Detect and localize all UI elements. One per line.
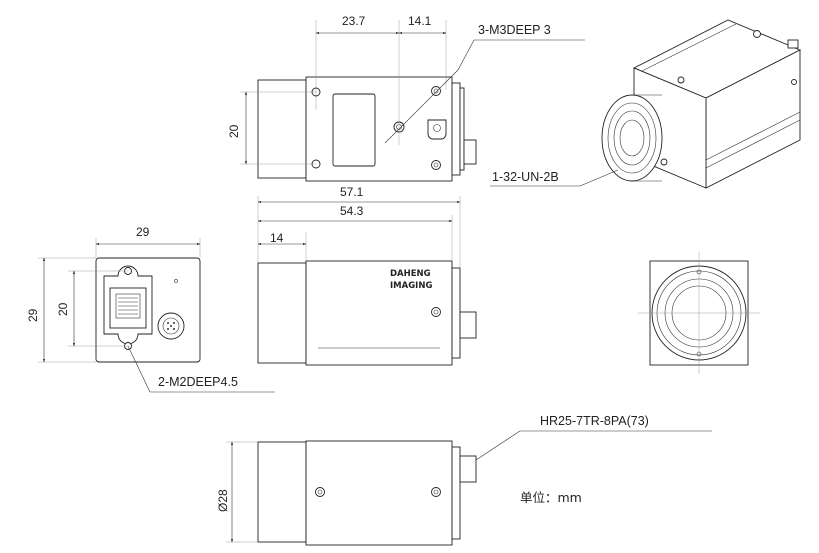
dim-top-height: 20 <box>227 124 241 138</box>
top-view-connector <box>463 139 477 165</box>
top-view-screw <box>431 160 441 170</box>
top-view-back-plate <box>459 87 465 171</box>
dim-lens-length: 14 <box>270 231 284 245</box>
top-view-back-flange <box>451 82 461 176</box>
side-view: DAHENG IMAGING 57.1 54.3 14 <box>257 185 477 366</box>
top-view-label-recess <box>332 93 376 167</box>
side-view-screw <box>431 307 441 317</box>
logo-line1: DAHENG <box>390 269 431 279</box>
bottom-view-body <box>305 440 453 546</box>
dim-body-length: 54.3 <box>340 204 364 218</box>
iso-screw <box>677 76 685 84</box>
bottom-view-back-flange <box>451 446 461 540</box>
logo-line2: IMAGING <box>390 281 432 291</box>
iso-screw <box>753 30 761 38</box>
iso-connector <box>787 39 799 49</box>
isometric-view: 1-32-UN-2B <box>490 19 802 189</box>
iso-lens-outer <box>601 94 663 182</box>
dim-back-height: 29 <box>26 308 40 322</box>
top-view-lens <box>257 79 307 179</box>
callout-connector: HR25-7TR-8PA(73) <box>540 414 649 428</box>
callout-screw-holes-top: 3-M3DEEP 3 <box>478 23 551 37</box>
bottom-view: Ø28 HR25-7TR-8PA(73) 单位：mm <box>216 414 712 546</box>
top-view-screw <box>431 86 441 96</box>
callout-screw-holes-back: 2-M2DEEP4.5 <box>158 375 238 389</box>
status-led <box>174 279 178 283</box>
side-view-connector <box>459 311 477 339</box>
dim-top-right-width: 14.1 <box>408 14 432 28</box>
unit-note: 单位：mm <box>520 490 582 505</box>
top-view: 23.7 14.1 20 3-M3DEEP 3 <box>227 14 585 182</box>
bottom-view-lens <box>257 441 307 543</box>
iso-screw <box>660 158 668 166</box>
front-view <box>638 252 760 374</box>
side-view-body <box>305 260 453 366</box>
iso-screw <box>791 79 797 85</box>
dim-total-length: 57.1 <box>340 185 364 199</box>
callout-lens-mount: 1-32-UN-2B <box>492 170 559 184</box>
back-view: 29 29 20 2-M2DEEP4.5 <box>26 225 275 393</box>
dim-back-inner-height: 20 <box>56 302 70 316</box>
side-view-lens <box>257 262 307 364</box>
dim-back-width: 29 <box>136 225 150 239</box>
dim-bottom-diameter: Ø28 <box>216 489 230 512</box>
bottom-view-screw <box>431 487 441 497</box>
bottom-view-connector <box>459 455 477 483</box>
side-view-back-flange <box>451 267 461 359</box>
dim-top-left-width: 23.7 <box>342 14 366 28</box>
bottom-view-screw <box>315 487 325 497</box>
top-view-mount-tab <box>427 119 447 140</box>
